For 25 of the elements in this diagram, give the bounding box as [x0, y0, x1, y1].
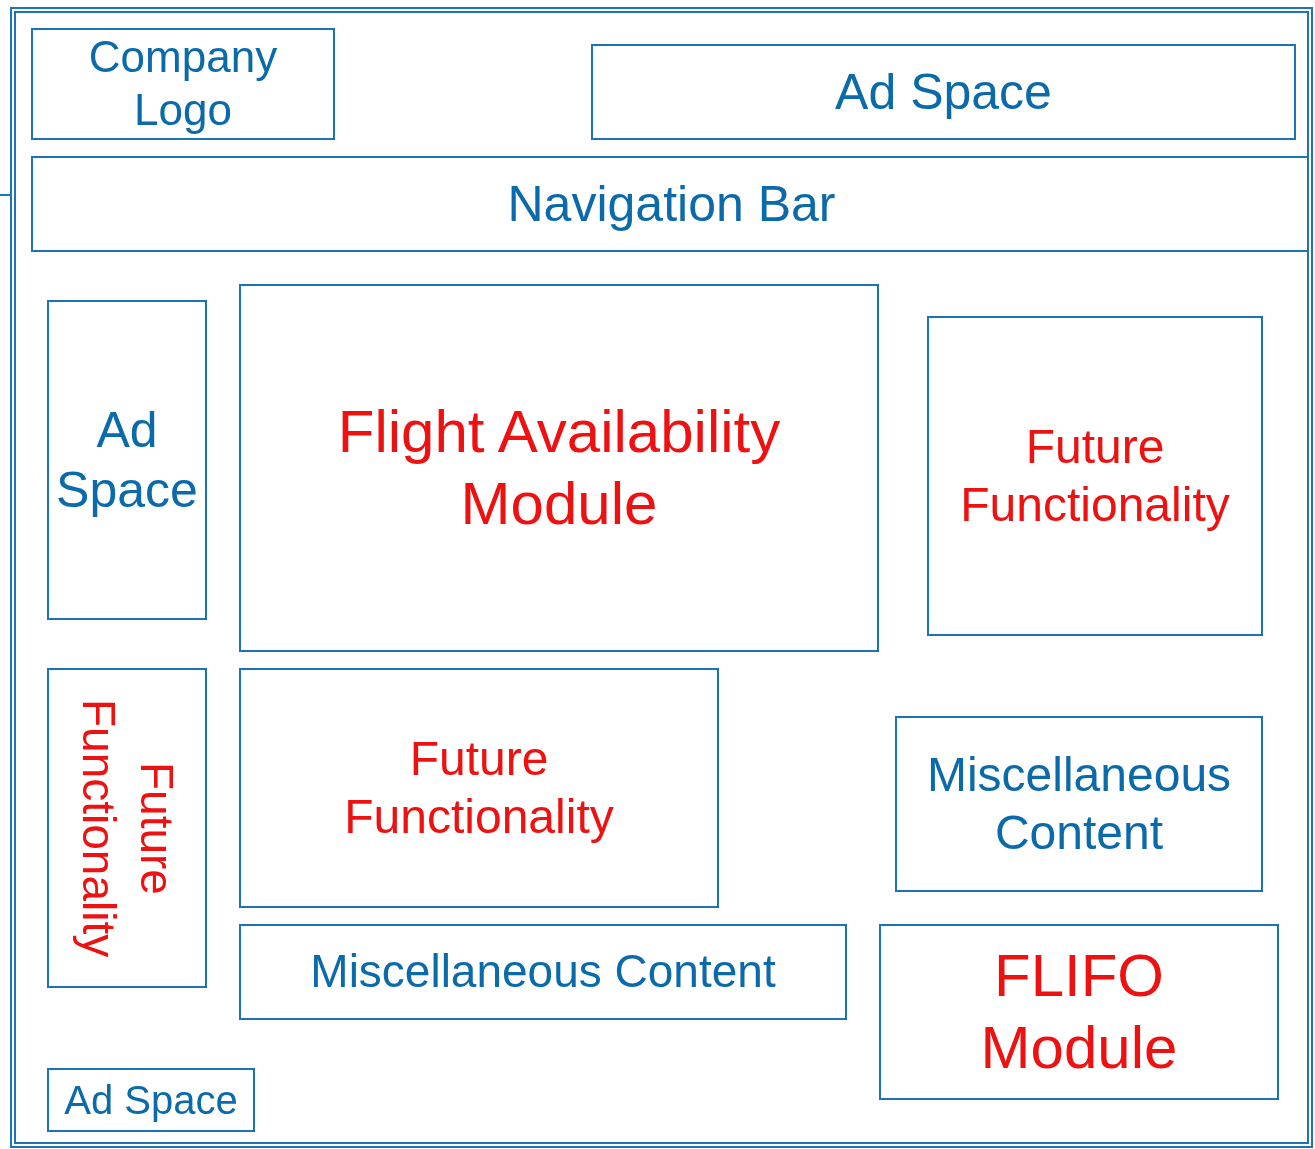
layout-region: [239, 668, 719, 908]
region-label: Flight Availability Module: [336, 397, 782, 539]
layout-region: [591, 44, 1296, 140]
layout-region: [31, 156, 1307, 252]
page-frame: [10, 7, 1313, 1148]
layout-region: [239, 924, 847, 1020]
region-label: Company Logo: [87, 31, 279, 136]
layout-region: [31, 28, 335, 140]
region-label: Navigation Bar: [507, 175, 836, 234]
region-label: Miscellaneous Content: [310, 944, 776, 1000]
layout-region: [47, 300, 207, 620]
region-label: Future Functionality: [72, 697, 184, 960]
layout-region: [879, 924, 1279, 1100]
region-label: Ad Space: [64, 1077, 238, 1124]
layout-region: [239, 284, 879, 652]
region-label: Future Functionality: [959, 419, 1231, 533]
layout-region: [895, 716, 1263, 892]
layout-region: [47, 668, 207, 988]
layout-region: [47, 1068, 255, 1132]
region-label: Future Functionality: [343, 731, 615, 845]
region-label: Ad Space: [835, 63, 1052, 122]
layout-region: [927, 316, 1263, 636]
region-label: Ad Space: [55, 401, 199, 520]
region-label: Miscellaneous Content: [925, 747, 1233, 861]
region-label: FLIFO Module: [979, 941, 1179, 1083]
